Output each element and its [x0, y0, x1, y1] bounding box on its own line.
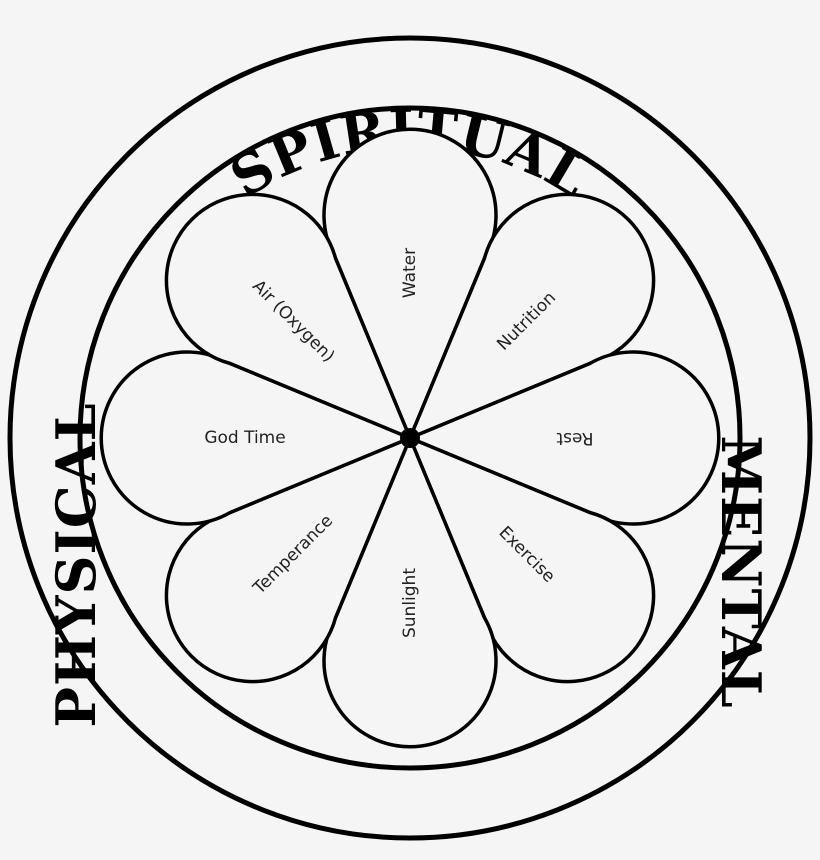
inner-ring-circle — [77, 105, 743, 771]
petal-exercise — [408, 436, 656, 684]
petal-divider-line — [334, 437, 412, 619]
petal-divider-line — [408, 257, 486, 439]
petal-label: Rest — [556, 428, 593, 448]
petal-air-oxygen — [164, 192, 412, 440]
petal-label: Water — [400, 248, 420, 298]
petal-divider-line — [408, 437, 486, 619]
petal-water — [322, 127, 498, 440]
petal-divider-line — [229, 436, 411, 514]
outer-ring-circle — [7, 35, 813, 841]
petal-label: Sunlight — [400, 568, 420, 638]
center-hub — [400, 428, 420, 448]
petal-label: God Time — [204, 428, 285, 448]
spoke-group — [229, 257, 591, 619]
petal-group — [99, 127, 721, 749]
ring-label-right: MENTAL — [709, 435, 773, 708]
petal-god-time — [99, 350, 412, 526]
petal-rest — [408, 350, 721, 526]
ring-label-left: PHYSICAL — [44, 402, 108, 727]
petal-divider-line — [334, 257, 412, 439]
petal-divider-line — [229, 362, 411, 440]
petal-sunlight — [322, 436, 498, 749]
petal-divider-line — [409, 362, 591, 440]
petal-divider-line — [409, 436, 591, 514]
petal-nutrition — [408, 192, 656, 440]
petal-temperance — [164, 436, 412, 684]
